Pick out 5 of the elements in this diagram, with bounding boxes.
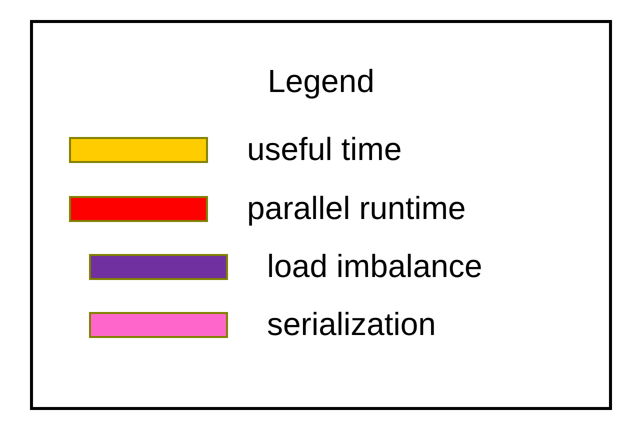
legend-label: load imbalance (267, 248, 482, 284)
legend-label: parallel runtime (247, 190, 466, 226)
legend-label: serialization (267, 306, 436, 342)
legend-label: useful time (247, 131, 402, 167)
legend-title: Legend (266, 63, 376, 99)
